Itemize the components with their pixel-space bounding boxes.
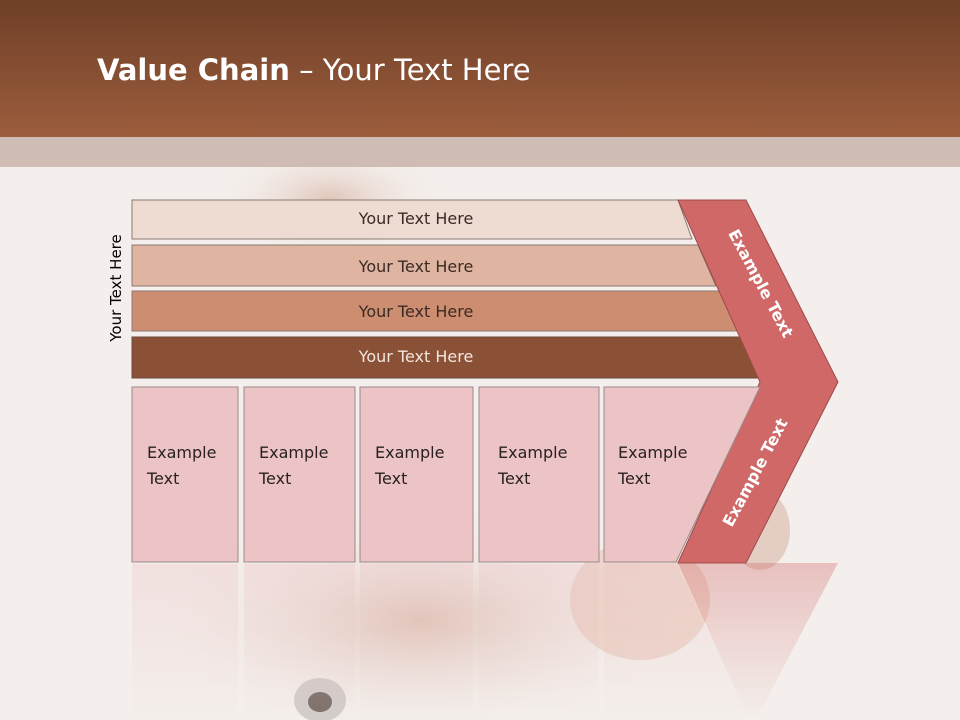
box-2-line2: Text — [258, 469, 291, 488]
box-1[interactable] — [131, 386, 239, 563]
box-5[interactable] — [603, 386, 761, 563]
box-4[interactable] — [478, 386, 600, 563]
row-2-shape[interactable] — [131, 244, 717, 287]
row-3-label: Your Text Here — [358, 302, 474, 321]
box-5-line2: Text — [617, 469, 650, 488]
row-1-label: Your Text Here — [358, 209, 474, 228]
slide-title: Value Chain – Your Text Here — [97, 53, 531, 87]
box-3[interactable] — [359, 386, 474, 563]
row-2-label: Your Text Here — [358, 257, 474, 276]
row-1-shape[interactable] — [131, 199, 693, 240]
row-4-label: Your Text Here — [358, 347, 474, 366]
box-4-line1: Example — [498, 443, 567, 462]
activity-boxes: Example Text Example Text Example Text E… — [131, 386, 761, 563]
title-bold: Value Chain — [97, 53, 290, 87]
box-3-line1: Example — [375, 443, 444, 462]
header-bar — [0, 0, 960, 137]
box-1-line2: Text — [146, 469, 179, 488]
box-2-line1: Example — [259, 443, 328, 462]
reflection — [132, 563, 838, 720]
box-2[interactable] — [243, 386, 356, 563]
box-1-line1: Example — [147, 443, 216, 462]
box-5-line1: Example — [618, 443, 687, 462]
box-4-line2: Text — [497, 469, 530, 488]
box-3-line2: Text — [374, 469, 407, 488]
header-band — [0, 137, 960, 167]
top-rows: Your Text Here Your Text Here Your Text … — [131, 199, 765, 379]
title-rest: – Your Text Here — [289, 53, 531, 87]
